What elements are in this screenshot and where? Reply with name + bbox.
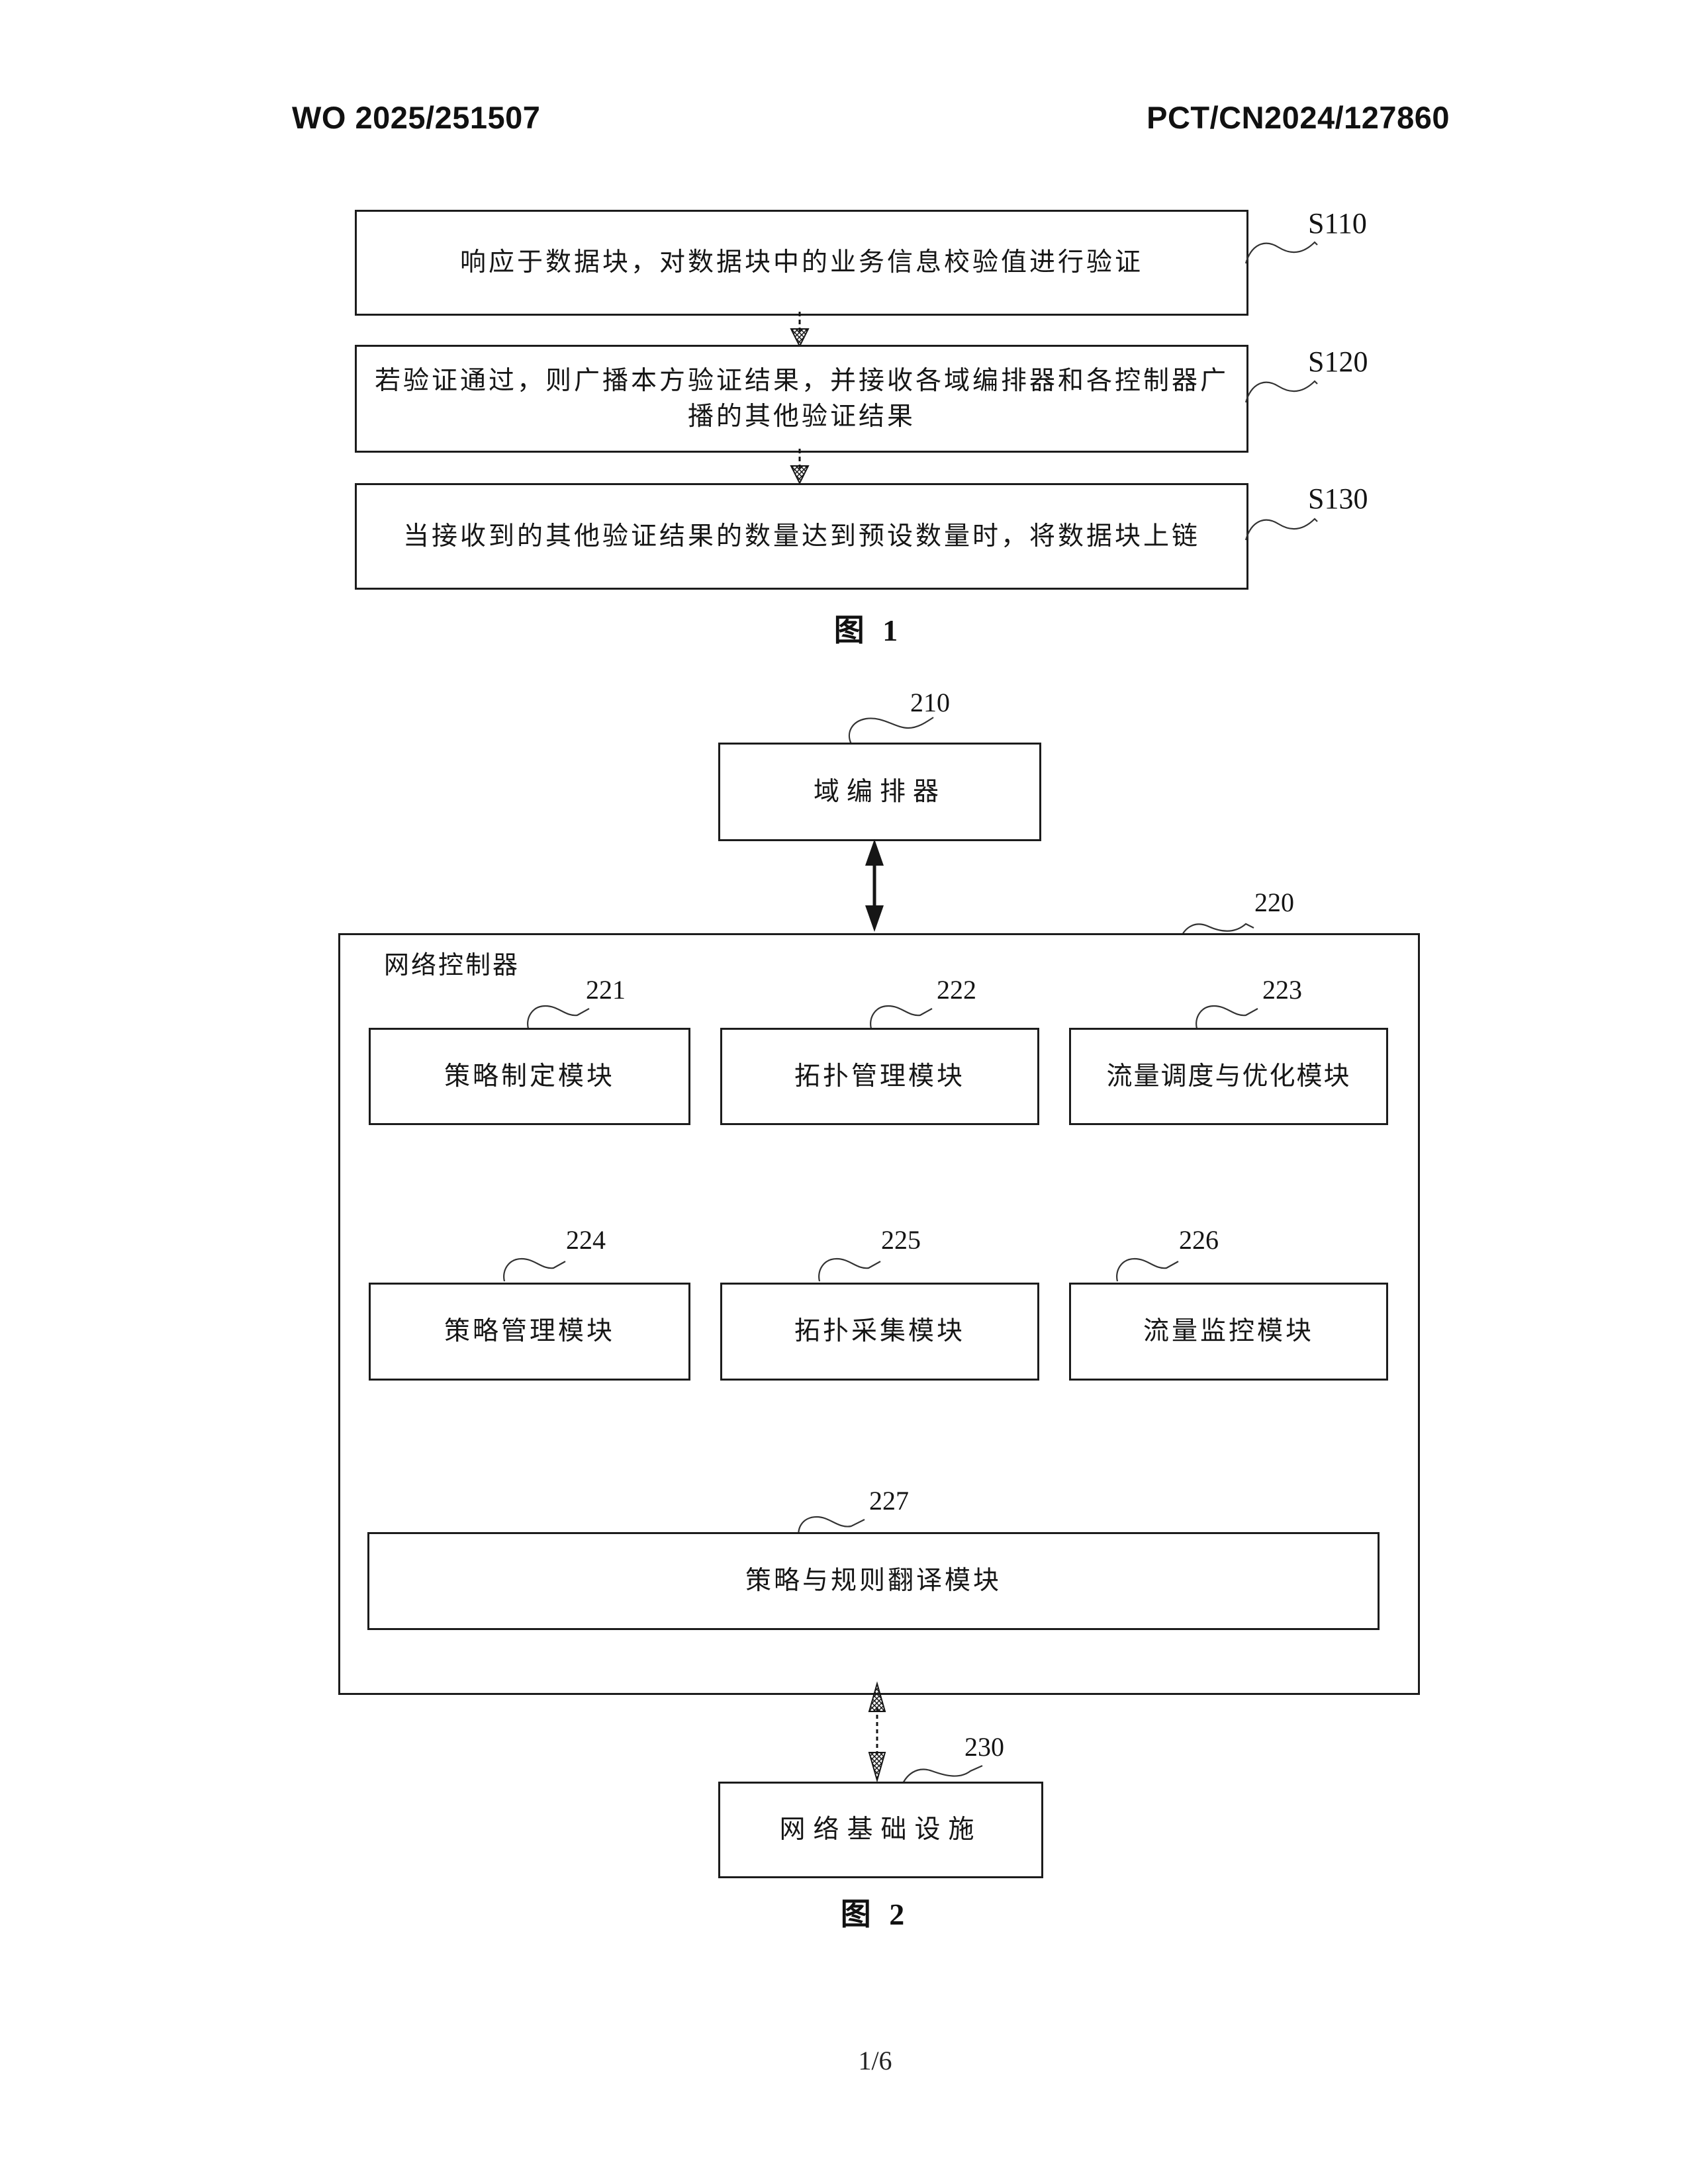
ref-label-226: 226 xyxy=(1179,1225,1219,1255)
leader-squiggle xyxy=(1244,518,1318,541)
leader-squiggle xyxy=(870,1005,933,1029)
module-label: 策略与规则翻译模块 xyxy=(745,1567,1002,1595)
module-label: 拓扑管理模块 xyxy=(794,1062,965,1091)
flow-step-box-s130: 当接收到的其他验证结果的数量达到预设数量时，将数据块上链 xyxy=(355,483,1248,590)
module-box-227: 策略与规则翻译模块 xyxy=(367,1532,1380,1630)
flow-arrow-down-2 xyxy=(790,449,810,485)
leader-squiggle xyxy=(1244,380,1318,403)
leader-squiggle xyxy=(1177,923,1254,946)
figure2-caption: 图 2 xyxy=(840,1897,910,1931)
leader-squiggle xyxy=(1196,1005,1258,1029)
ref-label-s130: S130 xyxy=(1308,482,1368,515)
ref-label-227: 227 xyxy=(869,1486,909,1516)
module-box-225: 拓扑采集模块 xyxy=(720,1283,1039,1381)
bidirectional-arrow-bottom xyxy=(868,1681,886,1783)
flow-step-text: 若验证通过，则广播本方验证结果，并接收各域编排器和各控制器广 播的其他验证结果 xyxy=(375,363,1229,435)
flow-step-box-s110: 响应于数据块，对数据块中的业务信息校验值进行验证 xyxy=(355,210,1248,316)
ref-label-s110: S110 xyxy=(1308,207,1367,240)
flow-step-text: 响应于数据块，对数据块中的业务信息校验值进行验证 xyxy=(459,248,1143,277)
ref-label-224: 224 xyxy=(566,1225,606,1255)
leader-squiggle xyxy=(527,1005,590,1029)
module-label: 流量监控模块 xyxy=(1143,1317,1314,1345)
leader-squiggle xyxy=(798,1516,865,1541)
leader-squiggle xyxy=(848,717,934,745)
ref-label-223: 223 xyxy=(1262,975,1302,1005)
module-box-222: 拓扑管理模块 xyxy=(720,1028,1039,1125)
orchestrator-box: 域编排器 xyxy=(718,743,1041,841)
ref-label-221: 221 xyxy=(586,975,626,1005)
leader-squiggle xyxy=(1116,1257,1179,1282)
ref-label-220: 220 xyxy=(1254,887,1294,917)
flow-step-box-s120: 若验证通过，则广播本方验证结果，并接收各域编排器和各控制器广 播的其他验证结果 xyxy=(355,345,1248,453)
module-label: 拓扑采集模块 xyxy=(794,1317,965,1345)
module-label: 策略制定模块 xyxy=(444,1062,615,1091)
module-box-223: 流量调度与优化模块 xyxy=(1069,1028,1388,1125)
infrastructure-box: 网络基础设施 xyxy=(718,1782,1043,1878)
orchestrator-label: 域编排器 xyxy=(813,777,946,806)
application-number: PCT/CN2024/127860 xyxy=(1147,100,1450,135)
module-box-224: 策略管理模块 xyxy=(369,1283,690,1381)
module-label: 策略管理模块 xyxy=(444,1317,615,1345)
module-box-226: 流量监控模块 xyxy=(1069,1283,1388,1381)
flow-step-text-line1: 若验证通过，则广播本方验证结果，并接收各域编排器和各控制器广 xyxy=(374,366,1229,395)
ref-label-210: 210 xyxy=(910,688,950,717)
flow-step-text: 当接收到的其他验证结果的数量达到预设数量时，将数据块上链 xyxy=(402,522,1200,551)
ref-label-222: 222 xyxy=(937,975,976,1005)
bidirectional-arrow-top xyxy=(865,839,884,932)
ref-label-225: 225 xyxy=(881,1225,921,1255)
figure1-caption: 图 1 xyxy=(833,614,904,647)
publication-number: WO 2025/251507 xyxy=(292,100,541,135)
page-number: 1/6 xyxy=(858,2046,892,2075)
flow-arrow-down-1 xyxy=(790,312,810,348)
controller-title: 网络控制器 xyxy=(384,952,520,979)
module-label: 流量调度与优化模块 xyxy=(1106,1062,1351,1091)
infrastructure-label: 网络基础设施 xyxy=(779,1815,982,1844)
module-box-221: 策略制定模块 xyxy=(369,1028,690,1125)
flow-step-text-line2: 播的其他验证结果 xyxy=(687,402,915,431)
leader-squiggle xyxy=(503,1257,566,1282)
leader-squiggle xyxy=(899,1764,983,1790)
ref-label-230: 230 xyxy=(964,1732,1004,1762)
leader-squiggle xyxy=(818,1257,881,1282)
leader-squiggle xyxy=(1244,241,1318,264)
ref-label-s120: S120 xyxy=(1308,345,1368,378)
